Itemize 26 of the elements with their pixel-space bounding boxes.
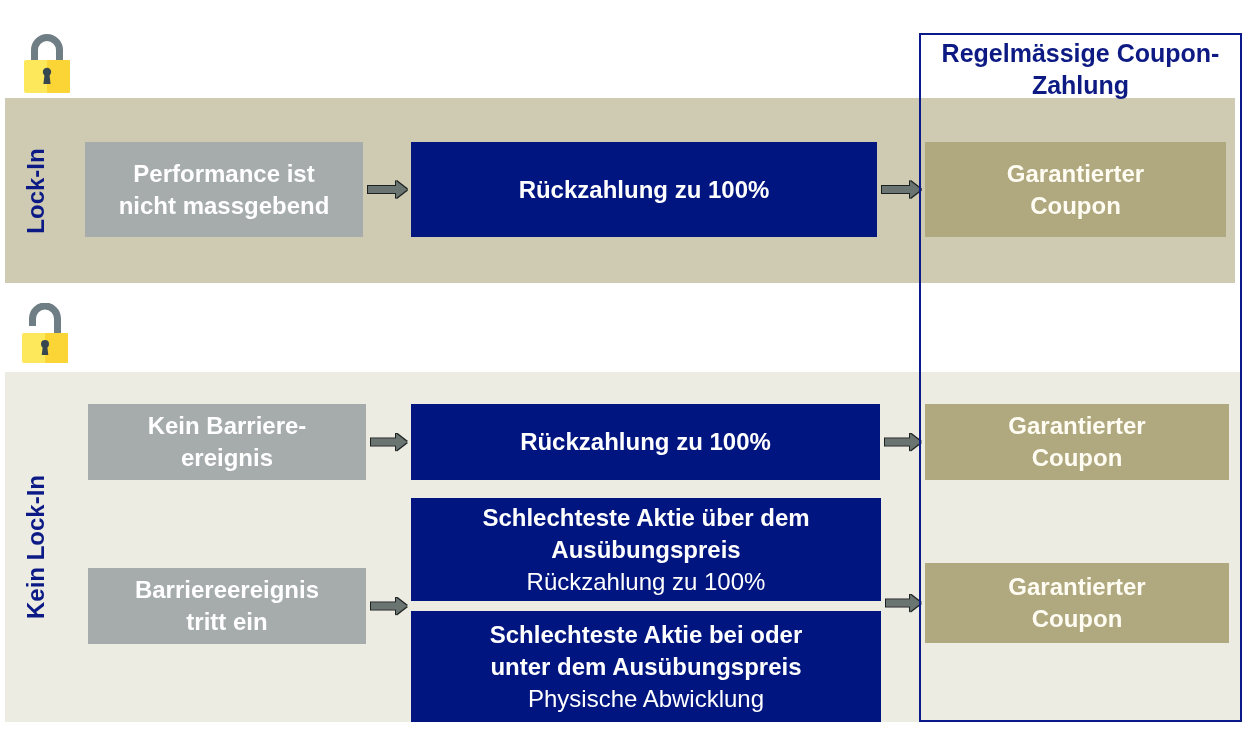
section-label: Lock-In: [21, 147, 50, 234]
outcome-box: [411, 142, 877, 237]
outcome-text: Schlechteste Aktie über dem Ausübungspreis: [481, 502, 811, 565]
outcome-text: Rückzahlung zu 100%: [518, 174, 770, 205]
section-label: Kein Lock-In: [21, 475, 50, 619]
coupon-text: Garantierter Coupon: [1007, 411, 1147, 473]
outcome-text: Rückzahlung zu 100%: [520, 427, 771, 457]
coupon-box: [925, 563, 1229, 643]
outcome-detail: Rückzahlung zu 100%: [526, 566, 766, 597]
condition-text: Barriereereignis tritt ein: [133, 575, 321, 637]
outcome-detail: Physische Abwicklung: [527, 683, 765, 714]
condition-box: [88, 568, 366, 644]
coupon-text: Garantierter Coupon: [1005, 158, 1146, 221]
condition-box: [88, 404, 366, 480]
outcome-text: Schlechteste Aktie bei oder unter dem Ausübungspreis: [488, 619, 804, 682]
coupon-box: [925, 404, 1229, 480]
coupon-text: Garantierter Coupon: [1007, 572, 1147, 634]
column-heading: Regelmässige Coupon-Zahlung: [940, 38, 1221, 101]
coupon-box: [925, 142, 1226, 237]
column-frame: [919, 33, 1242, 722]
condition-text: Kein Barriere-ereignis: [146, 411, 308, 473]
condition-box: [85, 142, 363, 237]
outcome-box: [411, 498, 881, 601]
outcome-box: [411, 404, 880, 480]
condition-text: Performance ist nicht massgebend: [117, 158, 331, 221]
outcome-box: [411, 611, 881, 722]
